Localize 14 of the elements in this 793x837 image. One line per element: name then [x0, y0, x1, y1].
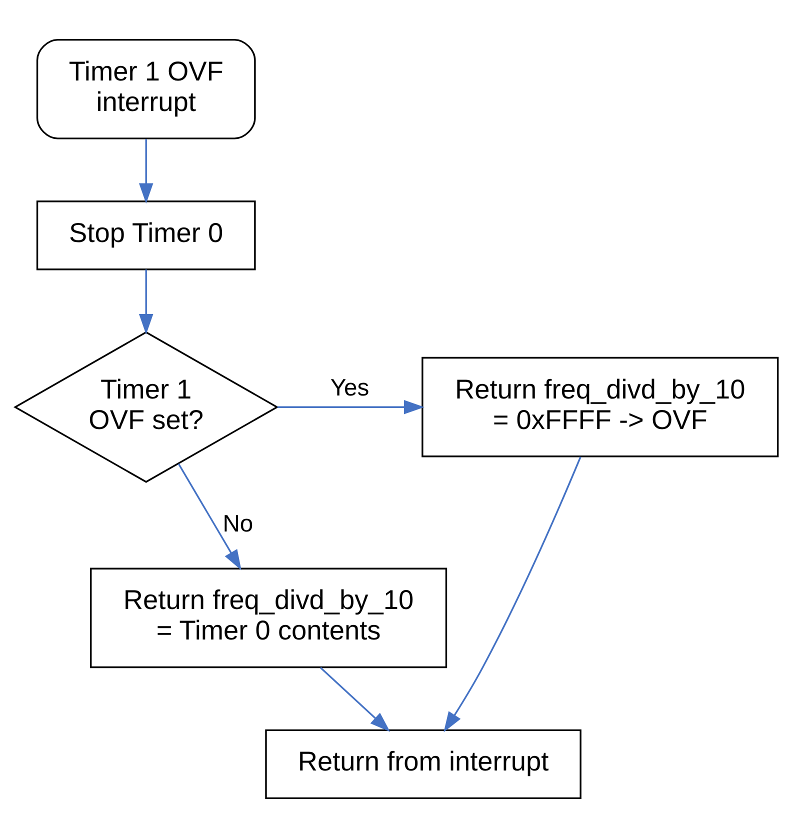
- node-box: Return freq_divd_by_10 = 0xFFFF -> OVF: [422, 356, 779, 457]
- node-box: Stop Timer 0: [36, 200, 256, 270]
- arrow: [444, 456, 582, 732]
- arrow: [320, 666, 390, 732]
- arrow: [138, 138, 154, 204]
- node-box: Return from interrupt: [265, 728, 582, 799]
- node-box: Timer 1 OVF interrupt: [36, 38, 256, 139]
- arrow: [277, 399, 424, 414]
- node-diamond: Timer 1 OVF set?: [13, 330, 279, 482]
- arrow: [138, 269, 154, 334]
- arrow: [178, 462, 242, 570]
- edge-label: Yes: [330, 374, 370, 402]
- node-box: Return freq_divd_by_10 = Timer 0 contents: [90, 567, 448, 668]
- edge-label: No: [222, 510, 254, 538]
